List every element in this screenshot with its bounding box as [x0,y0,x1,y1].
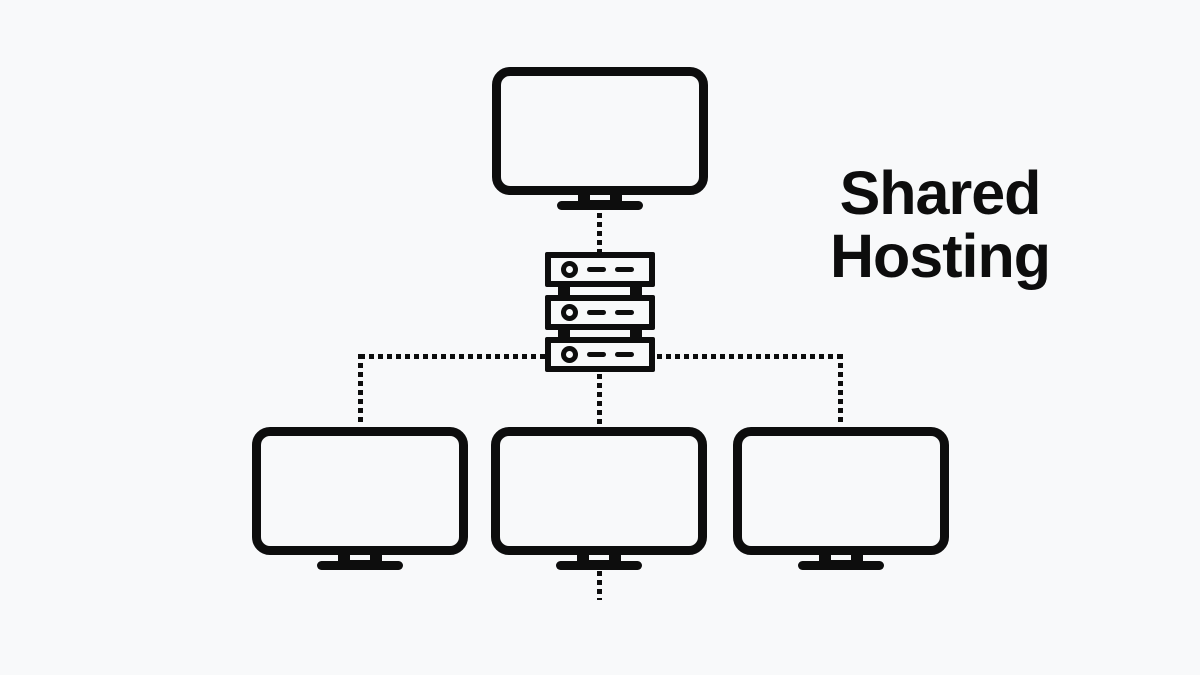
server-dash [587,267,606,272]
server-unit [545,337,655,372]
server-led-icon [561,261,578,278]
server-unit [545,295,655,330]
connection-server-to-client1-vertical [358,354,363,422]
client-monitor-2-icon [491,427,707,572]
server-rack-icon [545,252,655,372]
connection-host-to-server [597,213,602,252]
connection-server-to-client3-vertical [838,354,843,422]
monitor-stand-notch [831,555,851,560]
monitor-stand-notch [350,555,370,560]
monitor-screen [733,427,949,555]
title-line-1: Shared [839,159,1042,227]
monitor-stand-notch [590,195,610,200]
server-dash [615,267,634,272]
server-dash [615,310,634,315]
server-connector [630,285,642,297]
monitor-screen [252,427,468,555]
connection-server-to-client3-horizontal [657,354,843,359]
server-connector [558,285,570,297]
monitor-screen [492,67,708,195]
monitor-stand-base [556,561,642,570]
monitor-stand-base [557,201,643,210]
diagram-title: Shared Hosting [798,162,1082,288]
server-dash [587,352,606,357]
server-dash [587,310,606,315]
title-line-2: Hosting [829,222,1051,290]
monitor-stand-base [798,561,884,570]
monitor-screen [491,427,707,555]
monitor-stand-base [317,561,403,570]
server-led-icon [561,304,578,321]
client-monitor-1-icon [252,427,468,572]
monitor-stand-notch [589,555,609,560]
host-monitor-icon [492,67,708,212]
client-monitor-3-icon [733,427,949,572]
connection-server-to-client2 [597,374,602,425]
connection-client2-tail [597,571,602,600]
server-dash [615,352,634,357]
server-unit [545,252,655,287]
connection-server-to-client1-horizontal [360,354,546,359]
server-led-icon [561,346,578,363]
